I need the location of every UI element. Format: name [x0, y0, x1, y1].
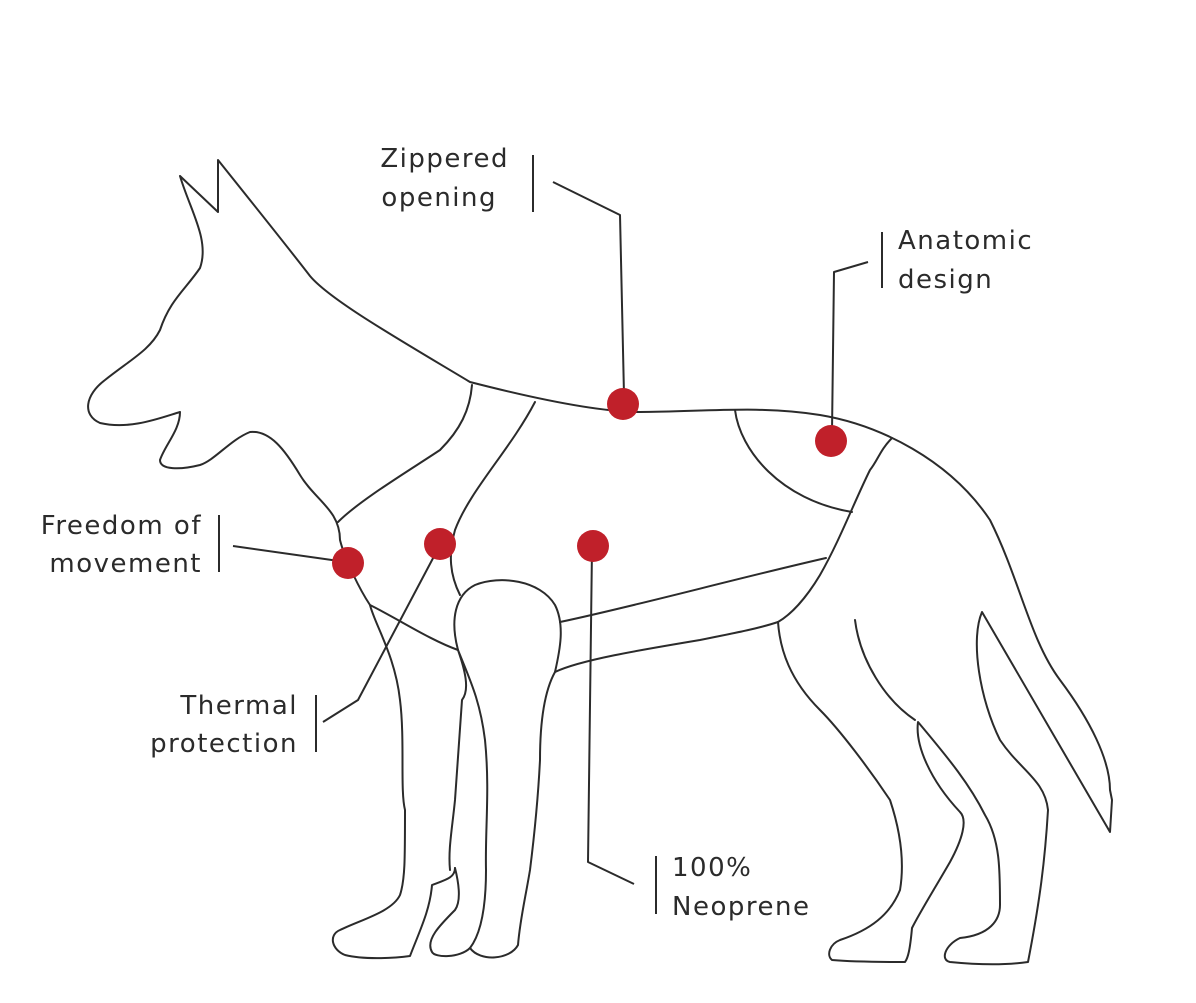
- anatomic-label-line2: design: [898, 265, 993, 295]
- dog-outline: [87, 159, 1113, 966]
- thermal-leader: [322, 544, 441, 723]
- zippered-label-line2: opening: [381, 183, 497, 213]
- hind-leg-inner: [854, 619, 916, 721]
- freedom-label-line2: movement: [49, 549, 202, 579]
- zippered-label-line1: Zippered: [380, 144, 509, 174]
- neoprene-leader: [587, 547, 635, 885]
- suit-hip-seam: [734, 409, 853, 513]
- anatomic-marker: [815, 425, 847, 457]
- suit-belly-seam: [369, 604, 459, 651]
- thermal-label-line2: protection: [150, 729, 298, 759]
- neoprene-marker: [577, 530, 609, 562]
- suit-lower-seam: [559, 557, 827, 623]
- zippered-leader: [552, 181, 625, 396]
- markers: [332, 388, 847, 579]
- anatomic-label-line1: Anatomic: [898, 226, 1033, 256]
- neoprene-label-line1: 100%: [672, 853, 752, 883]
- suit-shoulder-seam: [449, 401, 536, 596]
- freedom-label-line1: Freedom of: [41, 511, 202, 541]
- thermal-marker: [424, 528, 456, 560]
- upper-arm-outline: [453, 579, 562, 673]
- thermal-label-line1: Thermal: [179, 691, 298, 721]
- suit-back-edge: [777, 437, 893, 623]
- labels: Zippered opening Anatomic design Freedom…: [41, 144, 1033, 922]
- dog-body-contour: [87, 159, 1113, 966]
- anatomic-leader: [831, 261, 869, 433]
- label-bars: [218, 155, 883, 914]
- neoprene-label-line2: Neoprene: [672, 892, 810, 922]
- freedom-marker: [332, 547, 364, 579]
- second-front-leg-outline: [469, 621, 779, 959]
- freedom-leader: [232, 545, 347, 563]
- leader-lines: [232, 181, 869, 885]
- zippered-marker: [607, 388, 639, 420]
- front-leg-outline: [429, 649, 489, 958]
- suit-neck-seam: [337, 384, 473, 523]
